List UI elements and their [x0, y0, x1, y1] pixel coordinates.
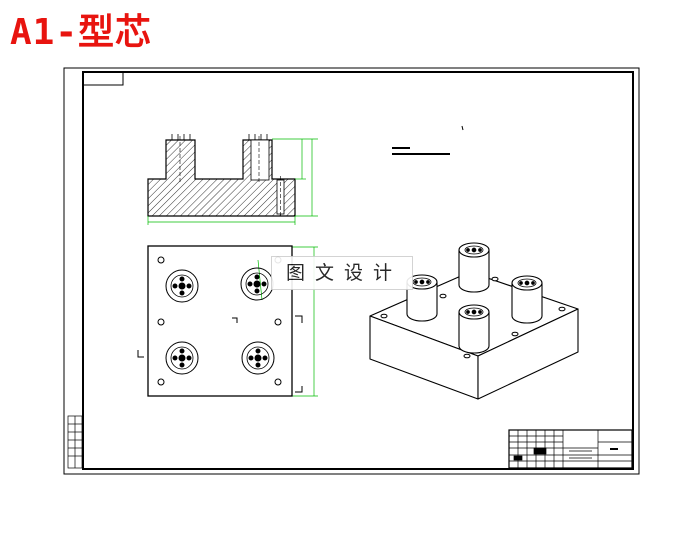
- sheet-border: [63, 67, 640, 475]
- core-boss-3: [165, 341, 199, 375]
- core-boss-1: [165, 269, 199, 303]
- title-block: [508, 429, 633, 469]
- iso-cylinder-front: [458, 304, 490, 354]
- iso-cylinder-right: [511, 275, 543, 324]
- core-boss-4: [241, 341, 275, 375]
- top-plan-view: [137, 245, 303, 397]
- note-block: [392, 125, 464, 155]
- iso-cylinder-left: [406, 274, 438, 322]
- watermark-label: 图文设计: [271, 256, 413, 290]
- revision-strip: [67, 415, 83, 469]
- front-section-view: [147, 134, 296, 218]
- page-title: A1-型芯: [10, 12, 153, 53]
- iso-cylinder-top: [458, 242, 490, 293]
- core-boss-2: [240, 267, 274, 301]
- isometric-view: [369, 242, 579, 400]
